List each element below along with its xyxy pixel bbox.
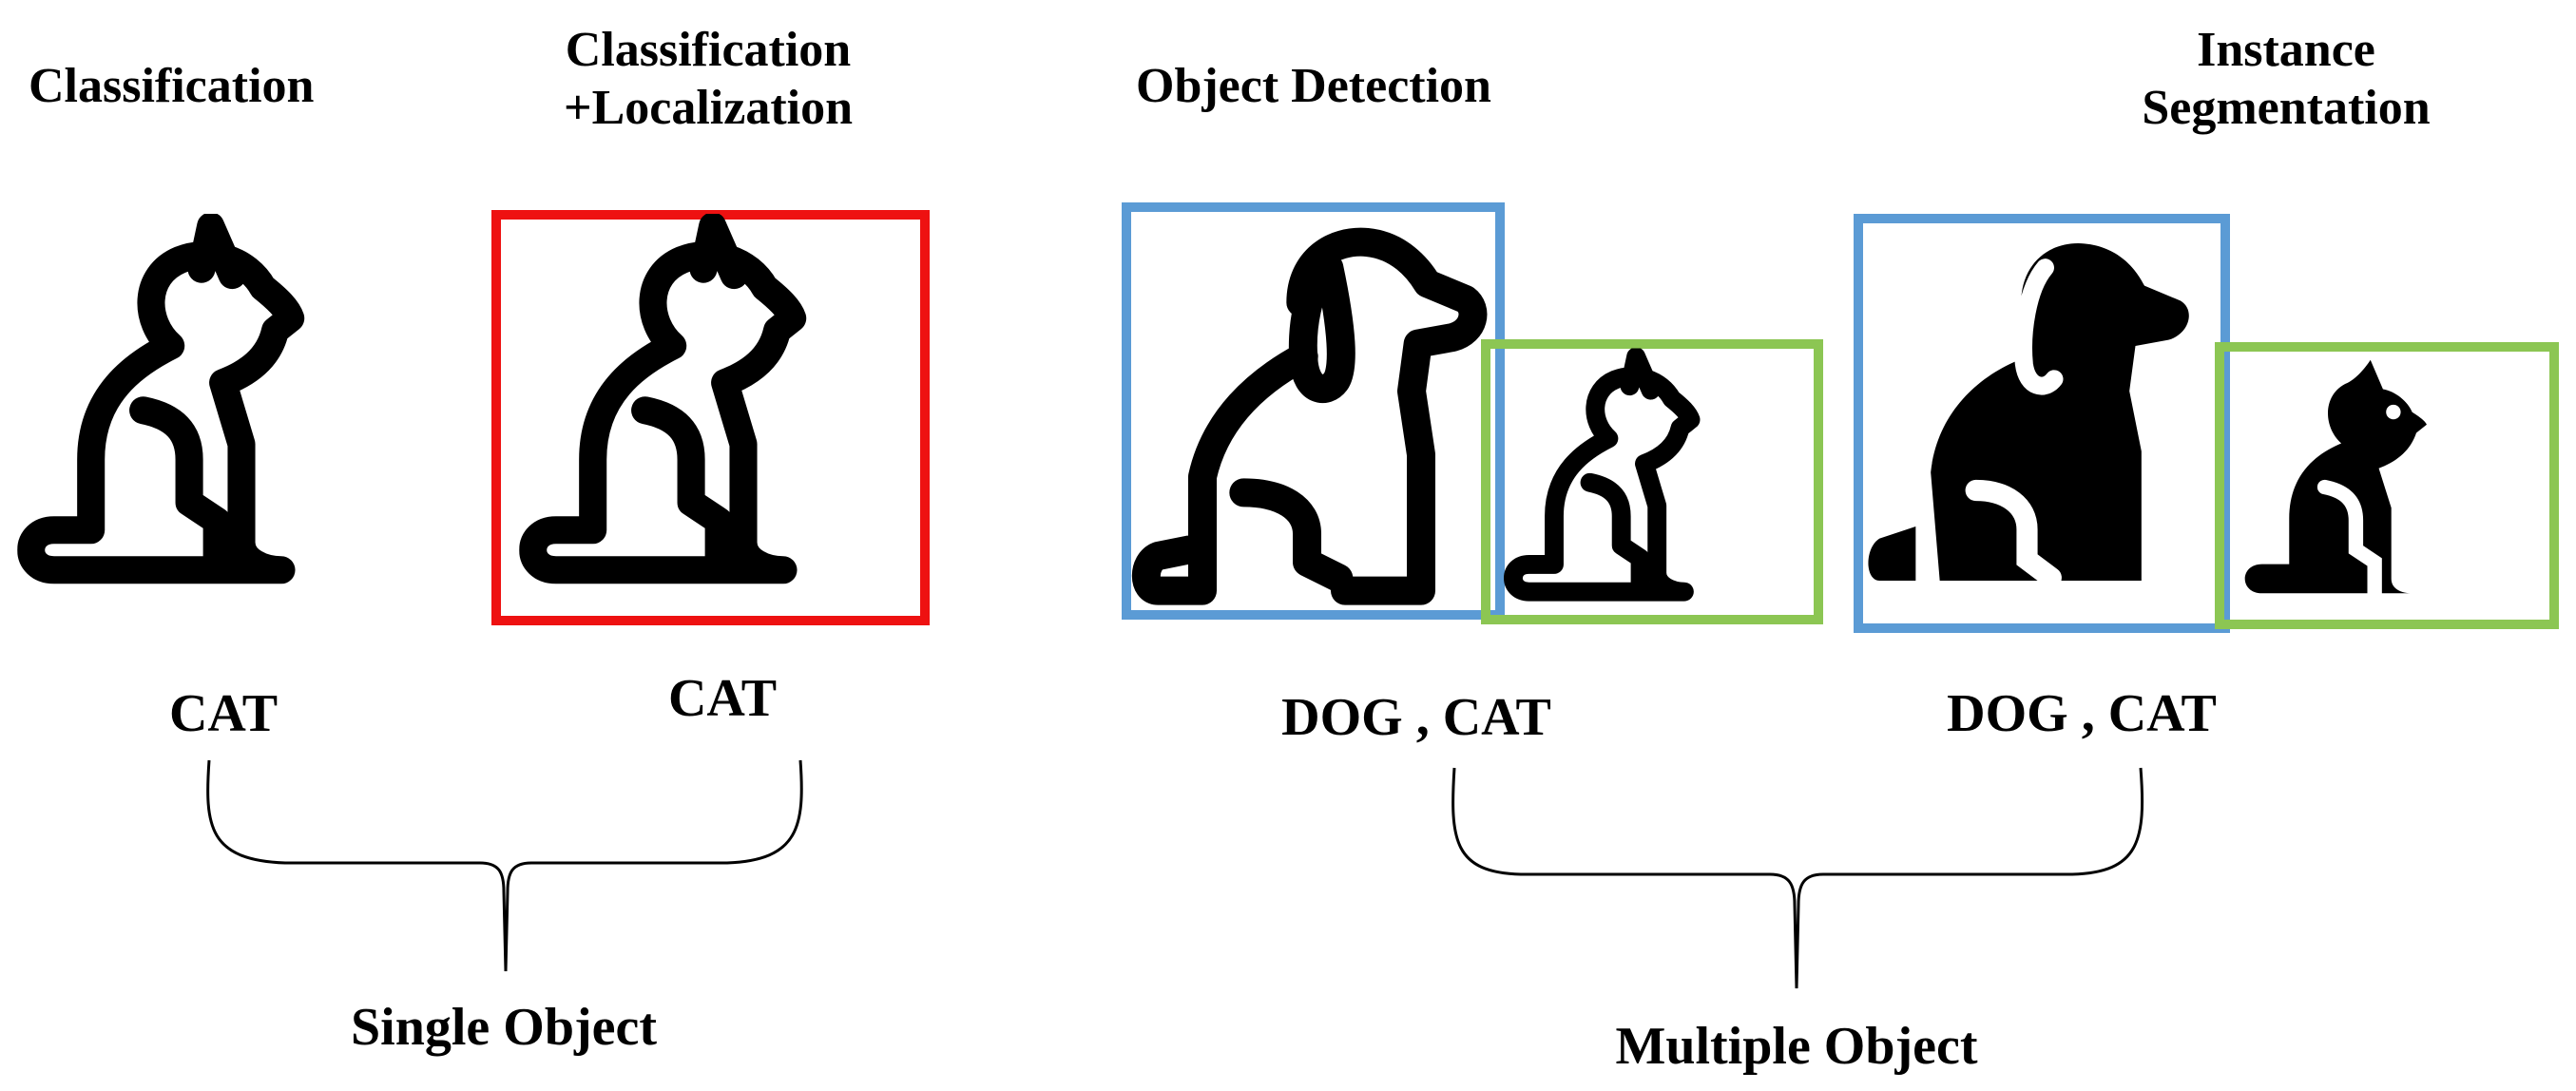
caption-classification: CAT <box>168 684 279 743</box>
title-object-detection: Object Detection <box>1136 59 1491 113</box>
group-label-multiple-object: Multiple Object <box>1615 1017 1978 1076</box>
title-instance-segmentation: Instance Segmentation <box>2142 21 2430 138</box>
single-object-brace <box>206 759 803 972</box>
caption-classification-localization: CAT <box>667 669 778 728</box>
title-line: +Localization <box>563 81 854 136</box>
dog-bounding-box <box>1122 202 1505 620</box>
group-label-single-object: Single Object <box>351 998 657 1057</box>
caption-instance-segmentation: DOG , CAT <box>1947 684 2217 743</box>
title-line: Instance <box>2197 23 2375 77</box>
cat-bounding-box <box>1481 339 1823 624</box>
title-line: Segmentation <box>2142 81 2431 136</box>
cat-bounding-box <box>2215 342 2559 629</box>
dog-bounding-box <box>1854 214 2230 633</box>
title-line: Classification <box>565 23 852 77</box>
title-classification-localization: Classification +Localization <box>564 21 853 138</box>
caption-object-detection: DOG , CAT <box>1281 688 1551 747</box>
title-classification: Classification <box>29 59 315 113</box>
multiple-object-brace <box>1451 767 2144 989</box>
